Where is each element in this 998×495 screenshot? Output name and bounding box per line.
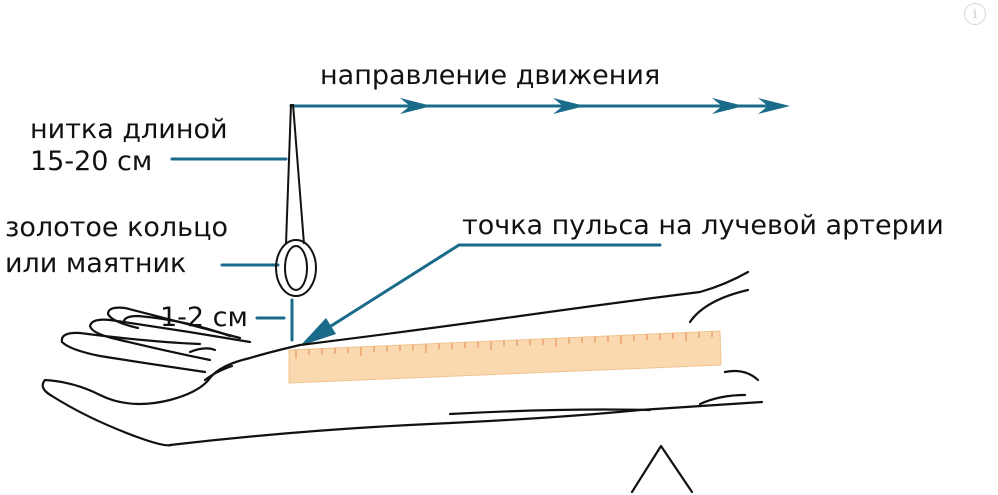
arrowhead <box>553 98 585 114</box>
pulse-arrowhead <box>300 318 336 346</box>
labels: направление движения нитка длиной 15-20 … <box>5 60 944 333</box>
pendulum <box>275 103 317 297</box>
finger-ring <box>122 314 232 338</box>
knuckle-line <box>188 347 217 354</box>
arrowhead <box>712 98 744 114</box>
ring-inner <box>284 245 308 291</box>
thumb <box>203 364 234 382</box>
direction-arrowheads <box>300 98 790 346</box>
pulse-label: точка пульса на лучевой артерии <box>462 210 944 241</box>
arm-outline <box>41 270 764 494</box>
elbow-upper <box>688 288 750 324</box>
elbow-crease <box>698 393 747 406</box>
arm-upper-edge <box>298 270 750 347</box>
ruler-body <box>288 330 722 384</box>
ring-label-line2: или маятник <box>5 248 186 279</box>
thread-label-line1: нитка длиной <box>30 114 228 145</box>
ring-label-line1: золотое кольцо <box>5 212 228 243</box>
gap-label: 1-2 см <box>160 302 248 333</box>
ruler <box>288 330 722 384</box>
leader-lines <box>170 104 772 342</box>
pulse-leader <box>310 243 662 340</box>
direction-label: направление движения <box>320 60 660 91</box>
elbow-lower <box>723 369 760 382</box>
thread <box>285 103 292 245</box>
arrowhead <box>758 98 790 114</box>
thread-label-line2: 15-20 см <box>30 146 152 177</box>
info-icon[interactable]: i <box>964 3 986 25</box>
thread <box>292 103 305 245</box>
ruler-ticks <box>295 331 713 359</box>
support-stand <box>630 444 694 494</box>
palm <box>41 343 302 447</box>
finger-index <box>88 318 252 362</box>
ring-outer <box>275 239 317 297</box>
arrowhead <box>400 98 432 114</box>
arm-lower-edge <box>168 400 764 447</box>
muscle-line <box>448 408 652 416</box>
finger-little <box>60 331 207 374</box>
